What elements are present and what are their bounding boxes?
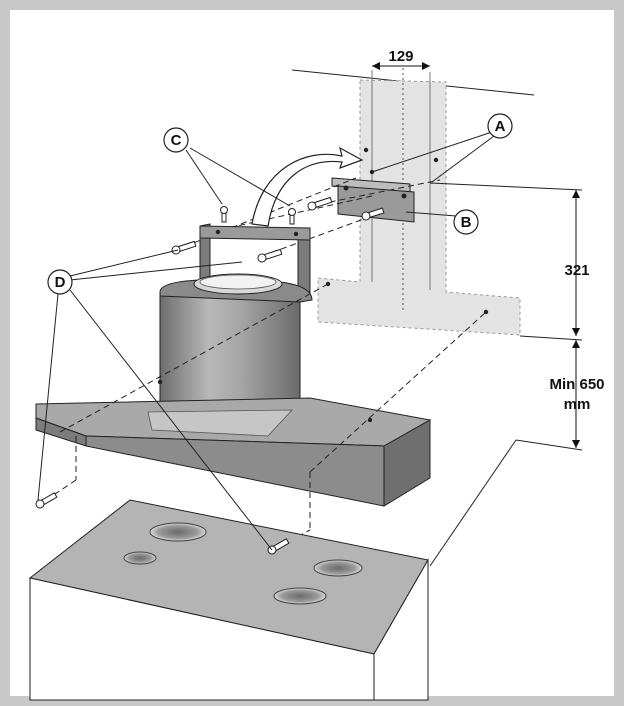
dimension-min-650-label-2: mm bbox=[564, 396, 591, 413]
callout-leaders bbox=[37, 131, 495, 551]
callout-d-label: D bbox=[55, 274, 66, 291]
burner-large-back bbox=[149, 522, 207, 542]
callout-d: D bbox=[47, 269, 73, 295]
hood-frame bbox=[199, 223, 311, 303]
dimension-129-label: 129 bbox=[388, 48, 413, 65]
dimension-321: 321 bbox=[429, 182, 590, 336]
screw-icon bbox=[288, 208, 296, 225]
burner-right bbox=[313, 559, 363, 577]
callout-c-label: C bbox=[171, 132, 182, 149]
chimney-zone bbox=[317, 79, 521, 336]
hood-cylinder bbox=[159, 273, 313, 428]
screw-icon bbox=[35, 492, 58, 509]
callout-b-label: B bbox=[461, 214, 472, 231]
cooktop-cabinet bbox=[28, 499, 429, 701]
wall-line bbox=[429, 439, 517, 567]
dimension-321-label: 321 bbox=[564, 262, 589, 279]
mounting-arrow bbox=[251, 146, 364, 227]
hood-canopy bbox=[35, 397, 432, 507]
screw-icon bbox=[361, 207, 385, 221]
dimension-min-650: Min 650 mm bbox=[515, 335, 605, 451]
screw-icon bbox=[220, 206, 228, 223]
burner-small-left bbox=[123, 551, 157, 565]
screw-line-bottom bbox=[45, 479, 77, 501]
dimension-129: 129 bbox=[372, 48, 430, 70]
screws bbox=[35, 196, 385, 555]
burner-front bbox=[273, 587, 327, 605]
screw-line-lower-1 bbox=[59, 283, 329, 433]
callout-a: A bbox=[487, 113, 513, 139]
callout-a-label: A bbox=[495, 118, 506, 135]
screw-icon bbox=[307, 196, 333, 211]
callout-b: B bbox=[453, 209, 479, 235]
wall-holes bbox=[157, 147, 489, 423]
dimension-min-650-label-1: Min 650 bbox=[549, 376, 604, 393]
callout-c: C bbox=[163, 127, 189, 153]
screw-icon bbox=[171, 240, 197, 255]
screw-icon bbox=[257, 248, 283, 263]
